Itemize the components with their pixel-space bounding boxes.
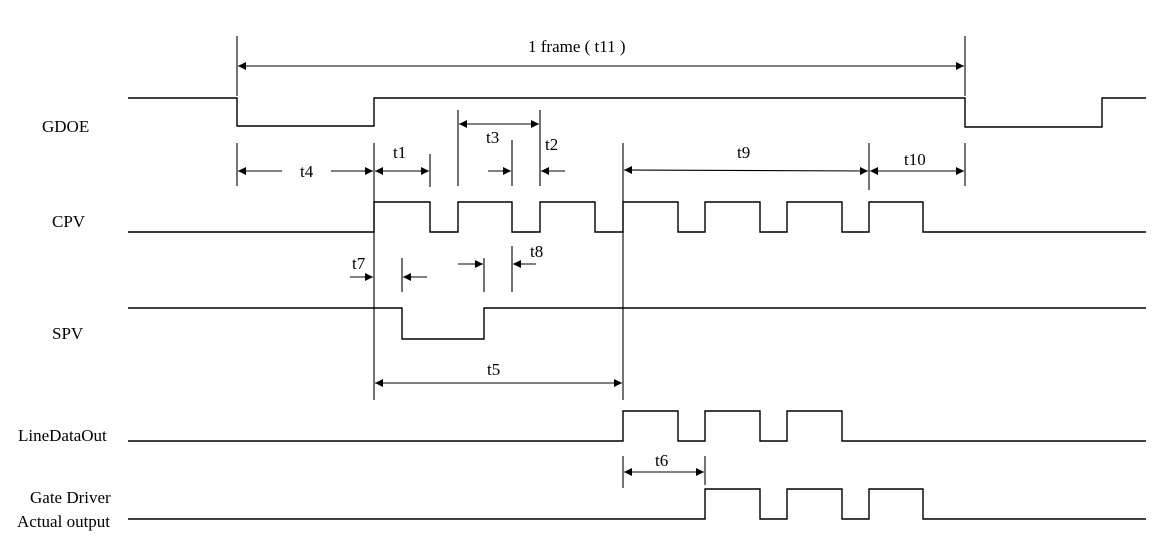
t8-label: t8 bbox=[530, 242, 543, 261]
t9-label: t9 bbox=[737, 143, 750, 162]
t6-label: t6 bbox=[655, 451, 668, 470]
gdoe-waveform bbox=[128, 97, 1146, 128]
gate-driver-label-line1: Gate Driver bbox=[30, 488, 111, 507]
t9-dimension-arrow bbox=[623, 166, 869, 175]
t4-label: t4 bbox=[300, 162, 314, 181]
t2-label: t2 bbox=[545, 135, 558, 154]
t10-label: t10 bbox=[904, 150, 926, 169]
t5-label: t5 bbox=[487, 360, 500, 379]
spv-waveform bbox=[128, 307, 1146, 340]
spv-label: SPV bbox=[52, 324, 84, 343]
line-data-out-waveform bbox=[128, 410, 1146, 442]
cpv-label: CPV bbox=[52, 212, 86, 231]
gate-driver-output-waveform bbox=[128, 488, 1146, 520]
t1-label: t1 bbox=[393, 143, 406, 162]
t3-label: t3 bbox=[486, 128, 499, 147]
gdoe-label: GDOE bbox=[42, 117, 89, 136]
frame-label: 1 frame ( t11 ) bbox=[528, 37, 626, 56]
gate-driver-label-line2: Actual output bbox=[17, 512, 110, 531]
line-data-out-label: LineDataOut bbox=[18, 426, 107, 445]
cpv-waveform bbox=[128, 201, 1146, 233]
t7-label: t7 bbox=[352, 254, 366, 273]
